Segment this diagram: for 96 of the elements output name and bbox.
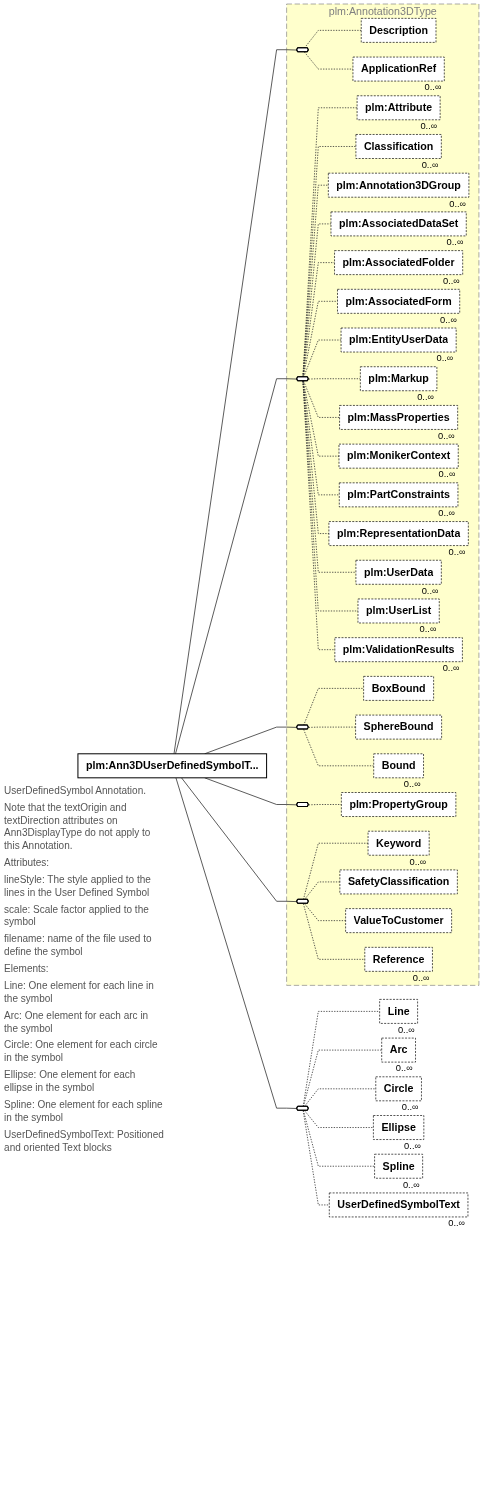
annotation-text: Line: One element for each line in the symbol	[4, 979, 155, 1005]
cardinality-label: 0..∞	[420, 121, 438, 132]
node-box: plm:MonikerContext	[338, 443, 459, 469]
annotation-text: filename: name of the file used to define the symbol	[4, 933, 153, 958]
connector	[303, 380, 340, 418]
node-box: plm:Attribute	[356, 95, 441, 121]
annotation-text: Spline: One element for each spline in the symbol	[4, 1098, 164, 1124]
annotation-text: lineStyle: The style applied to the lines in the User Defined Symbol	[4, 873, 152, 899]
cardinality-label: 0..∞	[440, 314, 458, 325]
annotation-text: Arc: One element for each arc in the symbol	[4, 1009, 150, 1035]
annotation-text: scale: Scale factor applied to the symbol	[4, 903, 150, 929]
annotation-text: UserDefinedSymbol Annotation.	[4, 784, 147, 797]
connector	[302, 300, 338, 378]
node-box: Keyword	[367, 830, 430, 856]
node-box: Description	[360, 18, 437, 43]
node-box: SafetyClassification	[339, 869, 458, 895]
connector	[204, 777, 298, 806]
connector	[302, 1110, 375, 1167]
connector	[181, 777, 298, 902]
node-box: plm:AssociatedForm	[337, 288, 461, 314]
node-box: ApplicationRef	[352, 56, 445, 82]
connector	[302, 380, 336, 651]
cardinality-label: 0..∞	[409, 856, 427, 867]
node-box: plm:PartConstraints	[338, 482, 459, 508]
connector	[302, 1110, 330, 1206]
cardinality-label: 0..∞	[401, 1102, 419, 1113]
cardinality-label: 0..∞	[442, 663, 460, 674]
cardinality-label: 0..∞	[402, 1179, 420, 1190]
annotation-text: Ellipse: One element for each ellipse in the symbol	[4, 1068, 137, 1094]
node-box: Classification	[355, 134, 442, 159]
annotation-text: Note that the textOrigin and textDirection attributes on Ann3DisplayType do not apply to this Annotation.	[4, 801, 152, 852]
node-box: plm:AssociatedDataSet	[330, 211, 467, 237]
node-box: Arc	[381, 1037, 416, 1063]
connector	[304, 1088, 377, 1107]
connector	[308, 378, 361, 380]
connector	[304, 51, 354, 70]
node-box: Bound	[373, 753, 424, 779]
annotation-text: Attributes:	[4, 856, 51, 869]
cardinality-label: 0..∞	[419, 624, 437, 635]
connector	[302, 380, 340, 457]
node-box: plm:Markup	[360, 366, 438, 392]
cardinality-label: 0..∞	[404, 1140, 422, 1151]
node-box: Reference	[364, 947, 433, 972]
connector	[175, 378, 298, 755]
cardinality-label: 0..∞	[412, 972, 430, 983]
cardinality-label: 0..∞	[436, 353, 454, 364]
connector	[173, 49, 298, 755]
annotation-text: UserDefinedSymbolText: Positioned and oriented Text blocks	[4, 1128, 165, 1154]
cardinality-label: 0..∞	[421, 585, 439, 596]
connector	[175, 777, 298, 1109]
cardinality-label: 0..∞	[395, 1063, 413, 1074]
cardinality-label: 0..∞	[443, 275, 460, 286]
node-box: Spline	[374, 1153, 423, 1179]
node-box: plm:AssociatedFolder	[334, 250, 464, 275]
connector	[304, 903, 346, 922]
node-box: plm:Ann3DUserDefinedSymbolT...	[77, 753, 268, 779]
node-box: plm:Annotation3DGroup	[328, 172, 470, 198]
node-box: Line	[379, 999, 418, 1024]
cardinality-label: 0..∞	[421, 159, 439, 170]
cardinality-label: 0..∞	[446, 237, 464, 248]
connector	[308, 726, 356, 728]
node-box: Ellipse	[373, 1115, 425, 1140]
cardinality-label: 0..∞	[449, 198, 467, 209]
connector	[308, 804, 342, 806]
node-box: plm:MassProperties	[339, 405, 458, 430]
node-box: BoxBound	[363, 676, 434, 701]
cardinality-label: 0..∞	[438, 508, 456, 519]
node-box: plm:UserList	[357, 598, 440, 624]
annotation-text: Circle: One element for each circle in the symbol	[4, 1039, 159, 1065]
node-box: plm:EntityUserData	[340, 327, 457, 353]
connector	[302, 107, 358, 378]
connector	[302, 1011, 381, 1107]
connector	[302, 380, 340, 496]
connector	[304, 1110, 374, 1128]
cardinality-label: 0..∞	[438, 469, 456, 480]
node-box: plm:PropertyGroup	[341, 792, 457, 817]
cardinality-label: 0..∞	[417, 392, 435, 403]
connector	[302, 380, 359, 612]
connector	[303, 339, 342, 378]
node-box: UserDefinedSymbolText	[328, 1192, 469, 1218]
cardinality-label: 0..∞	[448, 546, 466, 557]
node-box: plm:UserData	[355, 559, 442, 585]
node-box: SphereBound	[355, 714, 442, 740]
connector	[304, 29, 362, 49]
node-box: plm:ValidationResults	[334, 637, 463, 663]
cardinality-label: 0..∞	[403, 779, 421, 790]
cardinality-label: 0..∞	[424, 82, 442, 93]
node-box: ValueToCustomer	[345, 908, 452, 933]
connector	[304, 881, 341, 900]
node-box: plm:RepresentationData	[328, 521, 469, 546]
cardinality-label: 0..∞	[437, 430, 455, 441]
connector	[302, 223, 332, 378]
cardinality-label: 0..∞	[397, 1024, 415, 1035]
node-box: Circle	[375, 1076, 422, 1102]
cardinality-label: 0..∞	[448, 1218, 466, 1229]
annotation-text: Elements:	[4, 962, 50, 976]
